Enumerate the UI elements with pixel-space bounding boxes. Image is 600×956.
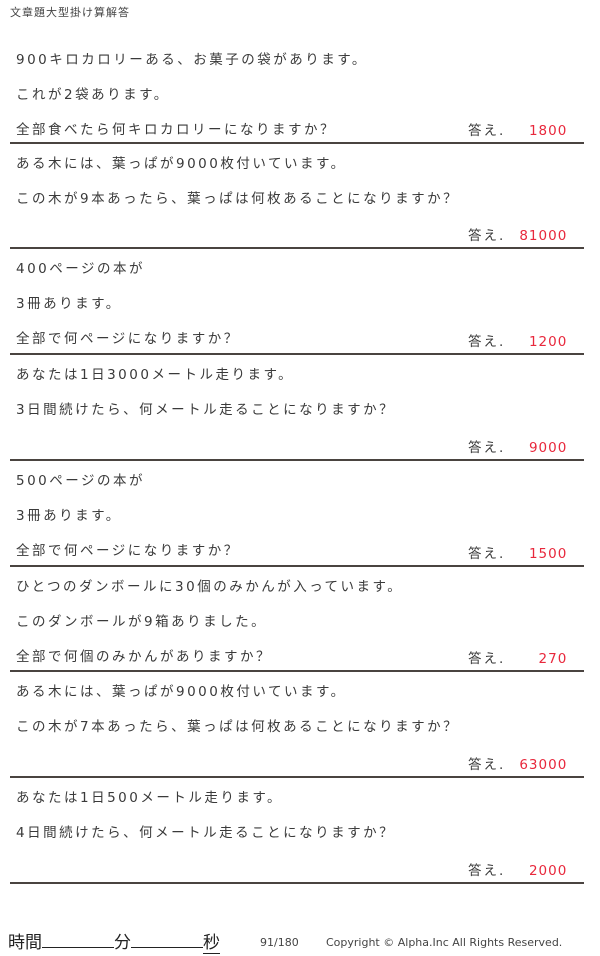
time-record: 時間 分 秒 [8,928,220,954]
answer: 答え. 2000 [468,859,567,879]
answer-value: 1200 [528,334,568,350]
problem-line: この木が7本あったら、葉っぱは何枚あることになりますか？ [16,719,460,735]
problem-line: ある木には、葉っぱが9000枚付いています。 [16,684,347,700]
time-label: 時間 [8,933,42,953]
answer: 答え. 81000 [468,224,567,244]
answer-value: 2000 [528,863,568,879]
seconds-label: 秒 [203,933,220,954]
divider [10,142,584,144]
answer-value: 9000 [528,440,568,456]
problem-line: 全部で何個のみかんがありますか？ [16,649,272,665]
problem-line: あなたは1日500メートル走ります。 [16,790,284,806]
answer-value: 81000 [519,228,568,244]
problem-line: あなたは1日3000メートル走ります。 [16,367,295,383]
divider [10,670,584,672]
answer-label: 答え. [468,546,506,562]
divider [10,247,584,249]
answer: 答え. 9000 [468,436,567,456]
page-title: 文章題大型掛け算解答 [10,6,130,19]
answer-value: 63000 [519,757,568,773]
answer-label: 答え. [468,334,506,350]
answer-label: 答え. [468,440,506,456]
copyright: Copyright © Alpha.Inc All Rights Reserve… [326,936,563,949]
problem-line: 3冊あります。 [16,508,122,524]
problem-line: この木が9本あったら、葉っぱは何枚あることになりますか？ [16,191,460,207]
problem-line: これが2袋あります。 [16,87,170,103]
divider [10,882,584,884]
answer-label: 答え. [468,863,506,879]
answer: 答え. 270 [468,647,567,667]
seconds-blank [131,933,203,948]
divider [10,459,584,461]
problem-line: ある木には、葉っぱが9000枚付いています。 [16,156,347,172]
answer-label: 答え. [468,123,506,139]
answer: 答え. 1500 [468,542,567,562]
problem-line: 全部で何ページになりますか？ [16,331,240,347]
problem-line: このダンボールが9箱ありました。 [16,614,268,630]
answer-label: 答え. [468,651,506,667]
problem-line: 3日間続けたら、何メートル走ることになりますか？ [16,402,396,418]
answer: 答え. 63000 [468,753,567,773]
minutes-blank [42,933,114,948]
answer: 答え. 1800 [468,119,567,139]
problem-line: 全部食べたら何キロカロリーになりますか？ [16,122,336,138]
problem-line: 4日間続けたら、何メートル走ることになりますか？ [16,825,396,841]
problem-line: 400ページの本が [16,261,145,277]
problem-line: ひとつのダンボールに30個のみかんが入っています。 [16,579,404,595]
divider [10,776,584,778]
divider [10,565,584,567]
answer-label: 答え. [468,757,506,773]
minutes-label: 分 [114,933,131,953]
answer-label: 答え. [468,228,506,244]
answer: 答え. 1200 [468,330,567,350]
problem-line: 500ページの本が [16,473,145,489]
problem-line: 900キロカロリーある、お菓子の袋があります。 [16,52,368,68]
answer-value: 1800 [528,123,568,139]
divider [10,353,584,355]
answer-value: 270 [538,651,568,667]
page-number: 91/180 [260,936,299,949]
problem-line: 全部で何ページになりますか？ [16,543,240,559]
answer-value: 1500 [528,546,568,562]
problem-line: 3冊あります。 [16,296,122,312]
